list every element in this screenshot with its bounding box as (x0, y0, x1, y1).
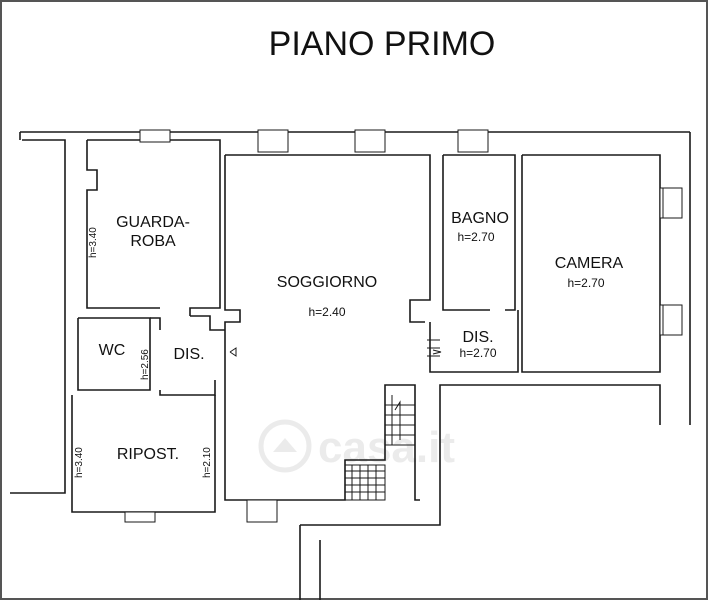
dis-left-label: DIS. (173, 346, 204, 363)
dis-right-height: h=2.70 (459, 346, 496, 360)
ripost-height-right: h=2.10 (202, 447, 213, 478)
soggiorno-top-wall (225, 154, 431, 323)
bagno-height: h=2.70 (457, 230, 494, 244)
guardaroba-wall (87, 139, 221, 316)
wc-label: WC (99, 342, 126, 359)
casa-watermark: casa.it (258, 419, 455, 473)
window-bagno (457, 129, 489, 153)
wc-wall (77, 317, 151, 391)
window-soggiorno-1 (257, 129, 289, 153)
wc-door-jamb (150, 317, 161, 330)
dis-right-step-icon (432, 349, 442, 355)
soggiorno-left-wall (224, 155, 330, 501)
lower-corridor-wall (300, 384, 661, 526)
soggiorno-height: h=2.40 (308, 305, 345, 319)
guardaroba-label-2: ROBA (130, 233, 176, 250)
bagno-left-wall (442, 155, 490, 311)
window-camera-2 (659, 304, 683, 336)
window-soggiorno-lower (246, 499, 278, 523)
guardaroba-height: h=3.40 (88, 227, 99, 258)
dis-right-label: DIS. (462, 329, 493, 346)
guardaroba-label-1: GUARDA- (116, 214, 190, 231)
ripost-height-left: h=3.40 (74, 447, 85, 478)
plan-title: PIANO PRIMO (269, 25, 496, 63)
wc-height: h=2.56 (140, 349, 151, 380)
watermark-text: casa.it (318, 423, 455, 472)
camera-label: CAMERA (555, 255, 624, 272)
stair-lower-block (344, 464, 386, 501)
dis-left-wall (190, 315, 225, 331)
bagno-right-wall (443, 154, 516, 311)
watermark-house-icon (258, 419, 312, 473)
window-guardaroba (139, 129, 171, 143)
watermark-roof-icon (273, 438, 297, 452)
walls (10, 131, 691, 600)
window-soggiorno-2 (354, 129, 386, 153)
bagno-label: BAGNO (451, 210, 509, 227)
ripost-label: RIPOST. (117, 446, 179, 463)
stair-up-arrow-icon (394, 400, 401, 440)
windows (124, 129, 683, 523)
window-camera-1 (659, 187, 683, 219)
staircase (229, 339, 442, 501)
guardaroba-left-wall (86, 140, 160, 309)
camera-height: h=2.70 (567, 276, 604, 290)
camera-wall (521, 154, 661, 373)
soggiorno-label: SOGGIORNO (277, 274, 377, 291)
dis-left-lower-wall (159, 380, 216, 396)
dis-right-wall (429, 310, 519, 373)
room-labels: GUARDA- ROBA h=3.40 WC h=2.56 DIS. RIPOS… (74, 210, 624, 478)
left-neighbor-wall (10, 139, 66, 494)
dis-left-step-icon (229, 347, 237, 357)
window-ripost (124, 511, 156, 523)
